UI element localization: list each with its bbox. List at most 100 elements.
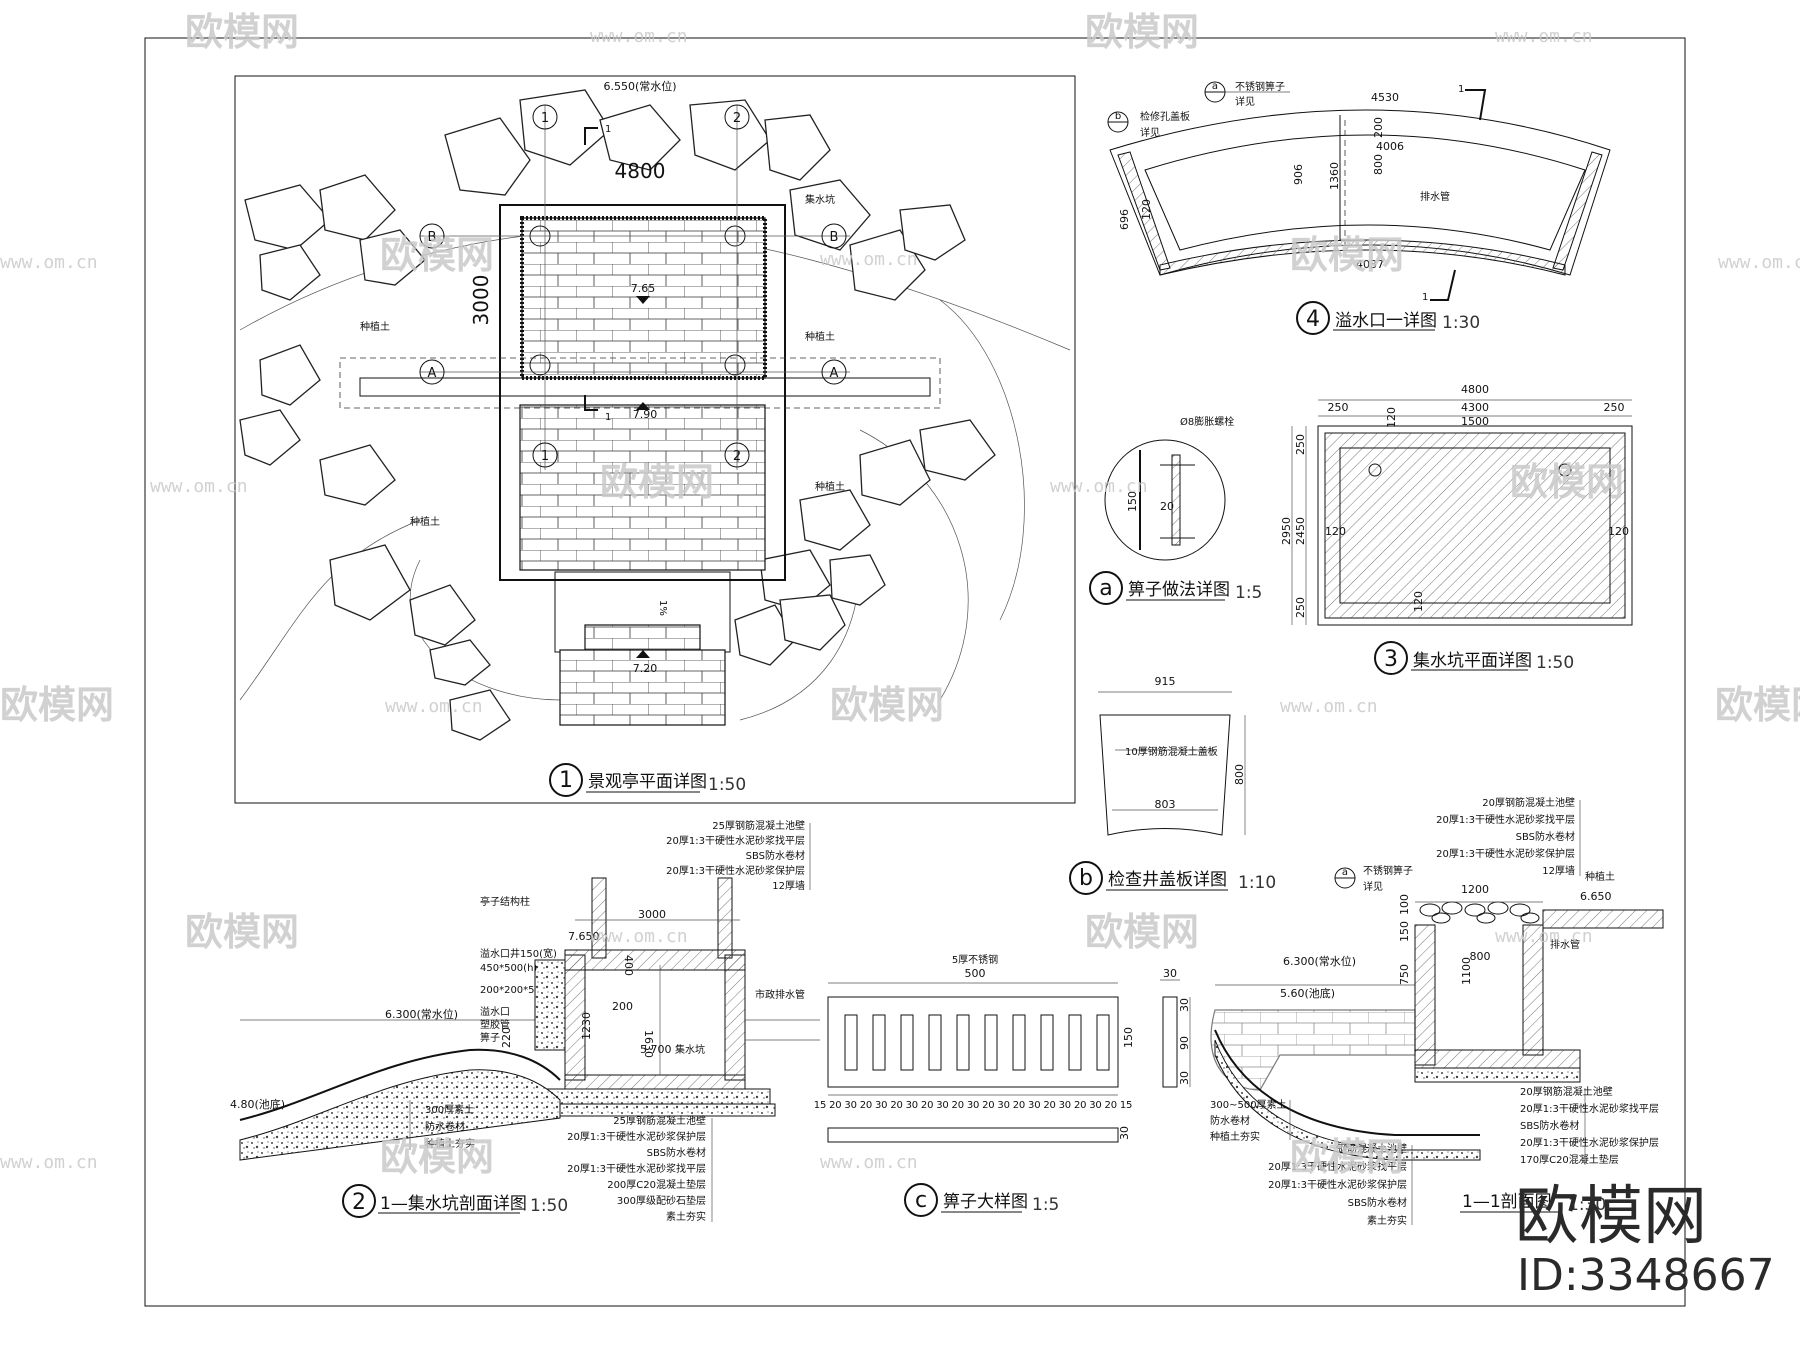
svg-text:不锈钢箅子: 不锈钢箅子 <box>1363 864 1413 877</box>
grate-note: 5厚不锈钢 <box>952 953 998 966</box>
dim-label: 1360 <box>1328 162 1341 190</box>
section-1-notes-top: 20厚钢筋混凝土池壁 20厚1:3干硬性水泥砂浆找平层 SBS防水卷材 20厚1… <box>1436 796 1581 877</box>
watermark-text: 欧模网 <box>1510 460 1624 504</box>
pipe-label: 市政排水管 <box>755 988 805 1001</box>
contour-line <box>939 299 1025 621</box>
svg-text:检修孔盖板: 检修孔盖板 <box>1140 110 1190 123</box>
dim-label: 250 <box>1604 401 1625 414</box>
dim-row: 15 20 30 20 30 20 30 20 30 20 30 20 30 2… <box>814 1100 1132 1111</box>
svg-text:1:30: 1:30 <box>1442 313 1480 333</box>
platform-paving <box>559 649 726 726</box>
dim-label: 200 <box>1372 117 1385 138</box>
dim-label: 150 <box>1398 921 1411 942</box>
grate-side <box>1162 996 1178 1088</box>
dim-label: 3000 <box>638 908 666 921</box>
plan-depth-dim: 3000 <box>469 275 493 326</box>
svg-text:20厚1:3干硬性水泥砂浆保护层: 20厚1:3干硬性水泥砂浆保护层 <box>666 864 805 877</box>
svg-text:不锈钢箅子: 不锈钢箅子 <box>1235 80 1285 93</box>
elevation-marker <box>636 402 650 410</box>
dim-label: 4037 <box>1356 258 1384 271</box>
dim-label: 30 <box>1178 998 1191 1012</box>
section-2-notes-pond: 300厚素土 防水卷材 种植土夯实 <box>409 1100 475 1150</box>
svg-text:20厚1:3干硬性水泥砂浆保护层: 20厚1:3干硬性水泥砂浆保护层 <box>1436 847 1575 860</box>
elevation-label: 7.20 <box>633 662 658 675</box>
section-2-sump: 3000 1630 1230 200 400 220 7.650 6.300(常… <box>230 819 820 1223</box>
watermark-url: www.om.cn <box>150 476 248 497</box>
dim-label: 2950 <box>1280 517 1293 545</box>
svg-text:a: a <box>1342 867 1348 878</box>
svg-text:1:10: 1:10 <box>1238 873 1276 893</box>
dim-label: 30 <box>1118 1126 1131 1140</box>
watermark-url: www.om.cn <box>385 696 483 717</box>
pavilion-paving-bottom <box>519 404 766 571</box>
dim-label: 800 <box>1233 764 1246 785</box>
drain-hole <box>1558 463 1572 477</box>
watermark-url: www.om.cn <box>1495 26 1593 47</box>
watermark-url: www.om.cn <box>0 1152 98 1173</box>
svg-text:素土夯实: 素土夯实 <box>666 1210 706 1223</box>
svg-text:20厚1:3干硬性水泥砂浆找平层: 20厚1:3干硬性水泥砂浆找平层 <box>666 834 805 847</box>
grate-slots <box>844 1014 1110 1071</box>
dim-label: 4530 <box>1371 91 1399 104</box>
svg-text:塑胶管: 塑胶管 <box>480 1018 510 1031</box>
elevation-label: 7.650 <box>568 930 600 943</box>
box-base <box>1414 1067 1581 1083</box>
axis-bubble-A-left: A <box>419 359 445 385</box>
drawing-scale: 1:50 <box>708 775 746 795</box>
detail-a-circle <box>1104 439 1226 561</box>
drawing-number: 1 <box>559 768 573 793</box>
pond-bottom <box>239 1048 561 1121</box>
drain-hole <box>1368 463 1382 477</box>
dim-label: 120 <box>1385 407 1398 428</box>
svg-text:20厚1:3干硬性水泥砂浆保护层: 20厚1:3干硬性水泥砂浆保护层 <box>1520 1136 1659 1149</box>
watermark-layer: 欧模网 欧模网 www.om.cn www.om.cn www.om.cn ww… <box>0 10 1800 1179</box>
sheet-frame <box>144 37 1686 1307</box>
section-mark-label: 1 <box>605 412 611 423</box>
overflow-inner <box>1144 134 1586 251</box>
pavilion-column <box>717 877 733 959</box>
svg-text:A: A <box>830 366 839 381</box>
svg-text:检查井盖板详图: 检查井盖板详图 <box>1108 870 1227 890</box>
grate-section <box>827 1127 1119 1143</box>
overflow-fill <box>534 959 566 1051</box>
grate-outline <box>1339 115 1350 241</box>
section-mark <box>584 127 598 145</box>
section-mark-label: 1 <box>1458 84 1464 95</box>
svg-text:20厚1:3干硬性水泥砂浆保护层: 20厚1:3干硬性水泥砂浆保护层 <box>1268 1178 1407 1191</box>
svg-text:300~500厚素土: 300~500厚素土 <box>1210 1098 1287 1111</box>
sump-label: 集水坑 <box>675 1043 705 1056</box>
detail-3-title: 3 集水坑平面详图 1:50 <box>1374 641 1574 675</box>
dim-label: 150 <box>1122 1027 1135 1048</box>
dim-label: 4006 <box>1376 140 1404 153</box>
detail-4-overflow: 4530 4006 4037 1360 800 906 696 120 200 … <box>1107 80 1611 335</box>
elevation-marker <box>636 296 650 304</box>
dim-label: 1630 <box>642 1030 655 1058</box>
dim-label: 800 <box>1372 154 1385 175</box>
watermark-text: 欧模网 <box>600 460 714 504</box>
section-1-notes-right: 20厚钢筋混凝土池壁 20厚1:3干硬性水泥砂浆找平层 SBS防水卷材 20厚1… <box>1520 1085 1659 1166</box>
dim-label: 120 <box>1412 591 1425 612</box>
svg-text:2: 2 <box>733 111 741 126</box>
overflow-wall <box>1117 151 1171 271</box>
elevation-label: 6.300(常水位) <box>1283 954 1356 968</box>
detail-4-title: 4 溢水口一详图 1:30 <box>1296 301 1480 335</box>
watermark-text: 欧模网 <box>380 233 494 277</box>
svg-text:防水卷材: 防水卷材 <box>425 1120 465 1133</box>
section-mark <box>1465 89 1487 121</box>
watermark-text: 欧模网 <box>1085 910 1199 954</box>
pipe-label: 排水管 <box>1550 938 1580 951</box>
elevation-label: 6.300(常水位) <box>385 1007 458 1021</box>
svg-text:20厚1:3干硬性水泥砂浆保护层: 20厚1:3干硬性水泥砂浆保护层 <box>567 1130 706 1143</box>
pond-bottom <box>1214 1029 1480 1136</box>
svg-text:20厚1:3干硬性水泥砂浆找平层: 20厚1:3干硬性水泥砂浆找平层 <box>1436 813 1575 826</box>
section-mark <box>1430 269 1456 301</box>
svg-text:集水坑平面详图: 集水坑平面详图 <box>1413 651 1532 671</box>
svg-text:详见: 详见 <box>1140 126 1160 139</box>
svg-text:SBS防水卷材: SBS防水卷材 <box>1520 1119 1579 1132</box>
soil-label: 种植土 <box>410 515 440 528</box>
slope-label: 1% <box>657 600 668 616</box>
svg-text:1—集水坑剖面详图: 1—集水坑剖面详图 <box>380 1194 527 1214</box>
svg-text:c: c <box>915 1188 927 1213</box>
dim-label: 200 <box>612 1000 633 1013</box>
